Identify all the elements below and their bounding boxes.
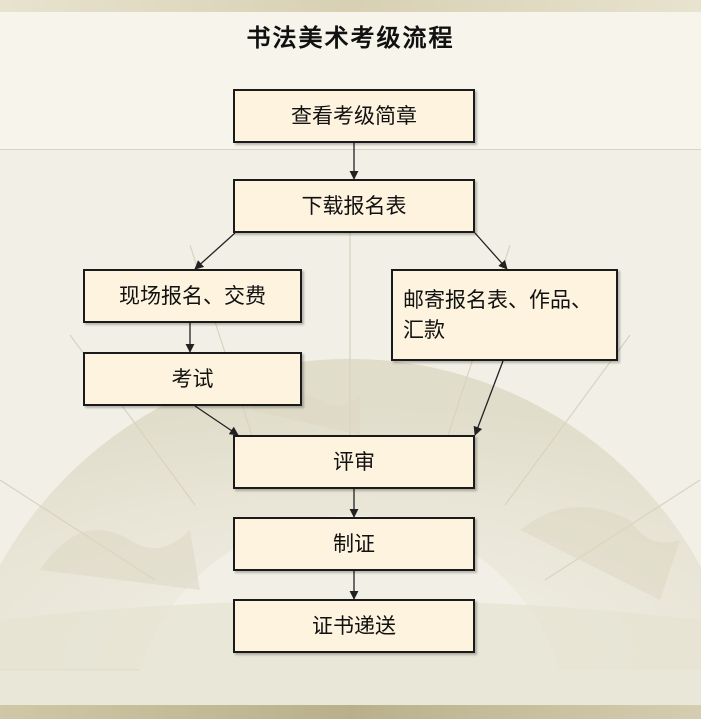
step-onsite-signup: 现场报名、交费 bbox=[83, 269, 302, 323]
background-bottom-strip bbox=[0, 705, 701, 719]
step-view-brochure: 查看考级简章 bbox=[233, 89, 475, 143]
step-exam: 考试 bbox=[83, 352, 302, 406]
page-title: 书法美术考级流程 bbox=[246, 24, 455, 52]
background-top-strip bbox=[0, 0, 701, 12]
step-download-form: 下载报名表 bbox=[233, 179, 475, 233]
step-review: 评审 bbox=[233, 435, 475, 489]
step-certify: 制证 bbox=[233, 517, 475, 571]
step-deliver-certificate: 证书递送 bbox=[233, 599, 475, 653]
step-mail-signup: 邮寄报名表、作品、汇款 bbox=[391, 269, 618, 361]
background-divider bbox=[0, 149, 701, 150]
